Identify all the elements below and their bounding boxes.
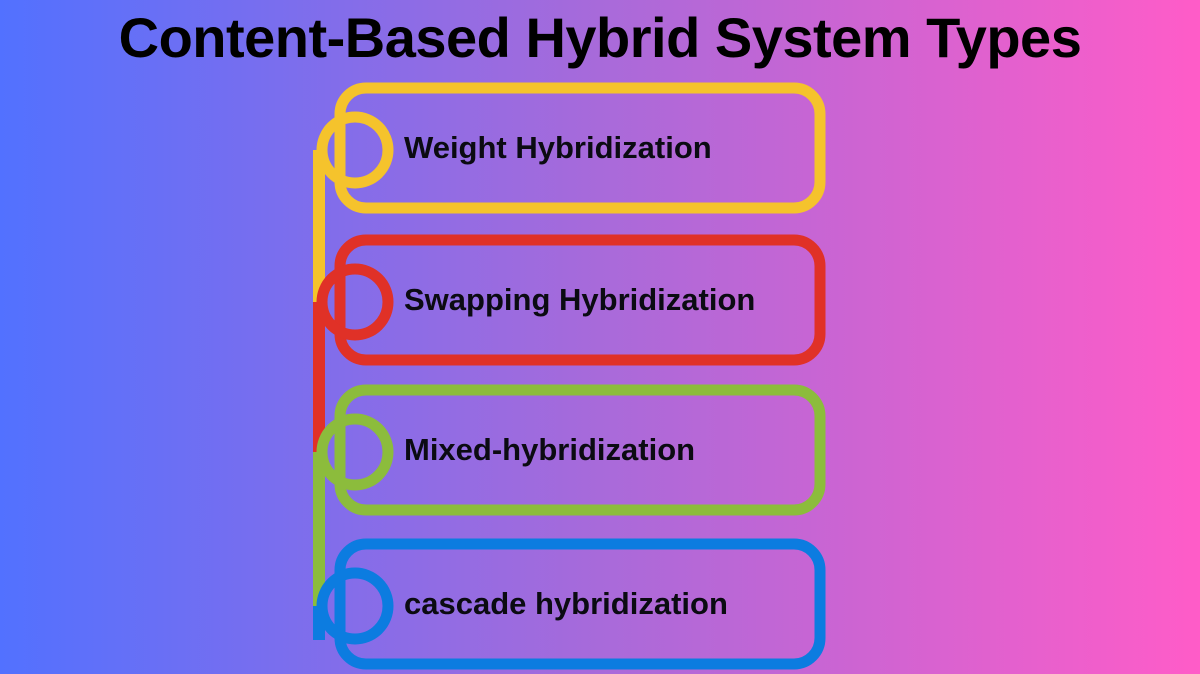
page-title: Content-Based Hybrid System Types [118,6,1082,69]
row-box-cascade-hybridization[interactable] [334,538,826,670]
row-bullet-swapping-hybridization[interactable] [316,263,394,341]
row-label-mixed-hybridization: Mixed-hybridization [404,432,696,467]
row-label-weight-hybridization: Weight Hybridization [404,130,712,165]
row-box-mixed-hybridization[interactable] [334,384,826,516]
row-label-cascade-hybridization: cascade hybridization [404,586,728,621]
diagram-row-mixed-hybridization[interactable] [316,384,826,516]
row-label-swapping-hybridization: Swapping Hybridization [404,282,756,317]
diagram-row-swapping-hybridization[interactable] [316,234,826,366]
row-bullet-cascade-hybridization[interactable] [316,567,394,645]
diagram-row-cascade-hybridization[interactable] [316,538,826,670]
row-box-weight-hybridization[interactable] [334,82,826,214]
diagram-row-weight-hybridization[interactable] [316,82,826,214]
row-bullet-mixed-hybridization[interactable] [316,413,394,491]
row-box-swapping-hybridization[interactable] [334,234,826,366]
row-bullet-weight-hybridization[interactable] [316,111,394,189]
